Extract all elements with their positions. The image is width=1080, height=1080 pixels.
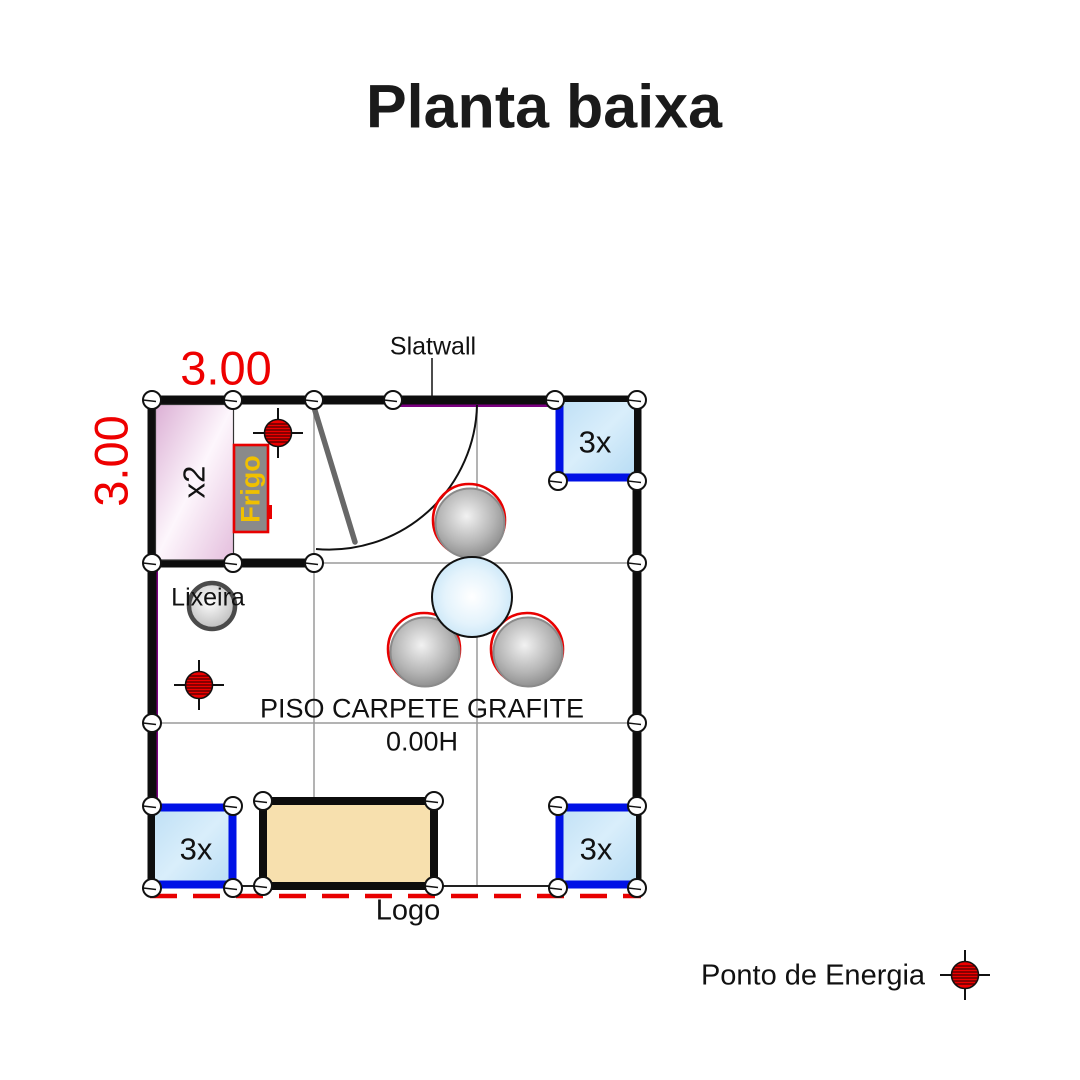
door-leaf [310, 401, 358, 545]
logo-label: Logo [375, 894, 441, 927]
fridge-handle [267, 505, 272, 519]
shelf-3x-top-right [555, 402, 641, 482]
power-point-icon [174, 660, 224, 710]
legend-energy-point-label: Ponto de Energia [700, 959, 926, 992]
fridge [232, 443, 270, 534]
meeting-table [431, 556, 513, 638]
chair-top [431, 482, 507, 559]
page-title: Planta baixa [366, 72, 722, 141]
trash-bin-label: Lixeira [171, 583, 245, 612]
shelf-top-right-label: 3x [578, 424, 612, 460]
shelf-bottom-left-label: 3x [179, 831, 213, 867]
slatwall-label: Slatwall [389, 332, 477, 361]
dimension-width-label: 3.00 [180, 341, 272, 395]
door-swing-arc [315, 404, 478, 551]
floor-height-label: 0.00H [385, 726, 459, 757]
fridge-label: Frigo [235, 455, 266, 523]
trash-bin [186, 580, 238, 632]
shelf-3x-bottom-left [152, 803, 237, 889]
dimension-height-label: 3.00 [84, 415, 138, 507]
logo-counter [259, 797, 438, 890]
shelf-bottom-right-label: 3x [579, 831, 613, 867]
floor-finish-label: PISO CARPETE GRAFITE [259, 693, 585, 724]
shelf-3x-bottom-right [555, 803, 641, 889]
closet-x2 [154, 403, 235, 561]
legend-power-point-icon [940, 950, 990, 1000]
closet-x2-label: x2 [176, 465, 212, 499]
